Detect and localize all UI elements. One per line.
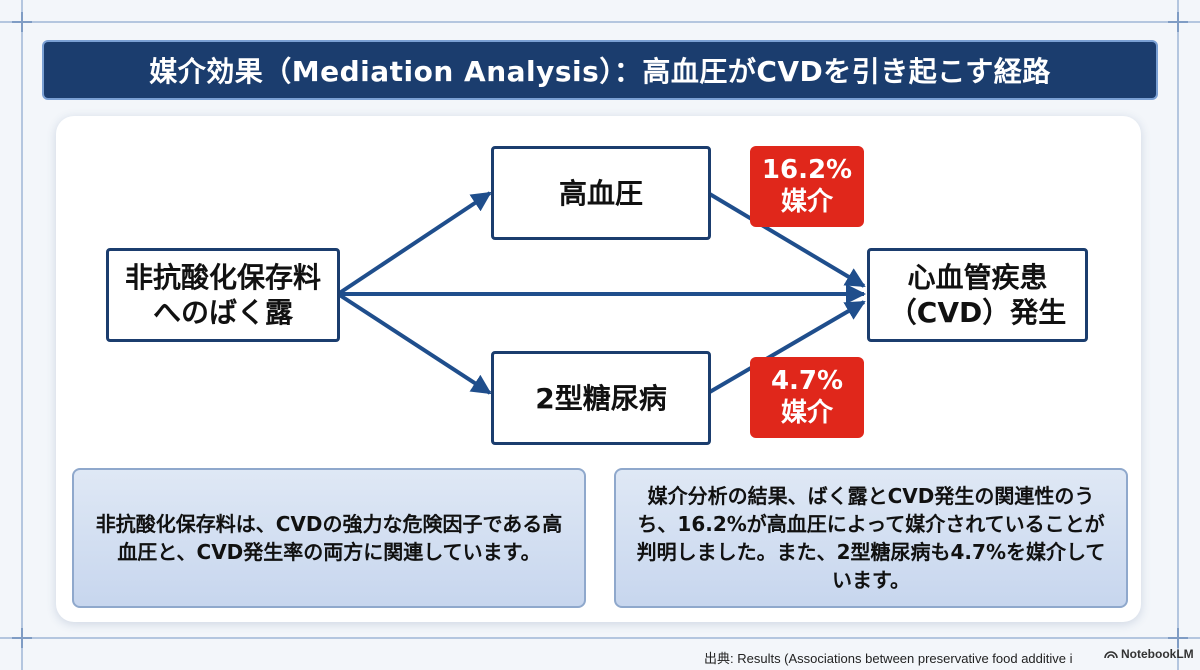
notebooklm-watermark: NotebookLM <box>1104 647 1194 661</box>
arrow-exposure-to-diabetes <box>336 292 492 395</box>
notebooklm-logo-icon <box>1104 651 1118 659</box>
arrow-hypertension-to-cvd <box>706 191 866 288</box>
badge-diabetes-mediation: 4.7% 媒介 <box>750 357 864 438</box>
node-cvd-outcome: 心血管疾患 （CVD）発生 <box>867 248 1088 342</box>
badge-bottom-percent: 4.7% <box>770 366 844 397</box>
badge-top-percent: 16.2% <box>761 155 853 186</box>
node-diabetes: 2型糖尿病 <box>491 351 711 445</box>
note-left: 非抗酸化保存料は、CVDの強力な危険因子である高血圧と、CVD発生率の両方に関連… <box>72 468 586 608</box>
note-right: 媒介分析の結果、ばく露とCVD発生の関連性のうち、16.2%が高血圧によって媒介… <box>614 468 1128 608</box>
node-exposure: 非抗酸化保存料 へのばく露 <box>106 248 340 342</box>
note-left-text: 非抗酸化保存料は、CVDの強力な危険因子である高血圧と、CVD発生率の両方に関連… <box>95 512 563 564</box>
note-right-text: 媒介分析の結果、ばく露とCVD発生の関連性のうち、16.2%が高血圧によって媒介… <box>636 484 1106 592</box>
arrow-diabetes-to-cvd <box>706 300 866 395</box>
badge-hypertension-mediation: 16.2% 媒介 <box>750 146 864 227</box>
citation-text: 出典: Results (Associations between preser… <box>704 651 1073 666</box>
badge-top-label: 媒介 <box>780 186 833 217</box>
page-title: 媒介効果（Mediation Analysis）：高血圧がCVDを引き起こす経路 <box>44 42 1156 98</box>
arrow-exposure-to-hypertension <box>336 191 492 296</box>
brand-label: NotebookLM <box>1121 647 1194 661</box>
node-hypertension: 高血圧 <box>491 146 711 240</box>
badge-bottom-label: 媒介 <box>780 397 833 428</box>
